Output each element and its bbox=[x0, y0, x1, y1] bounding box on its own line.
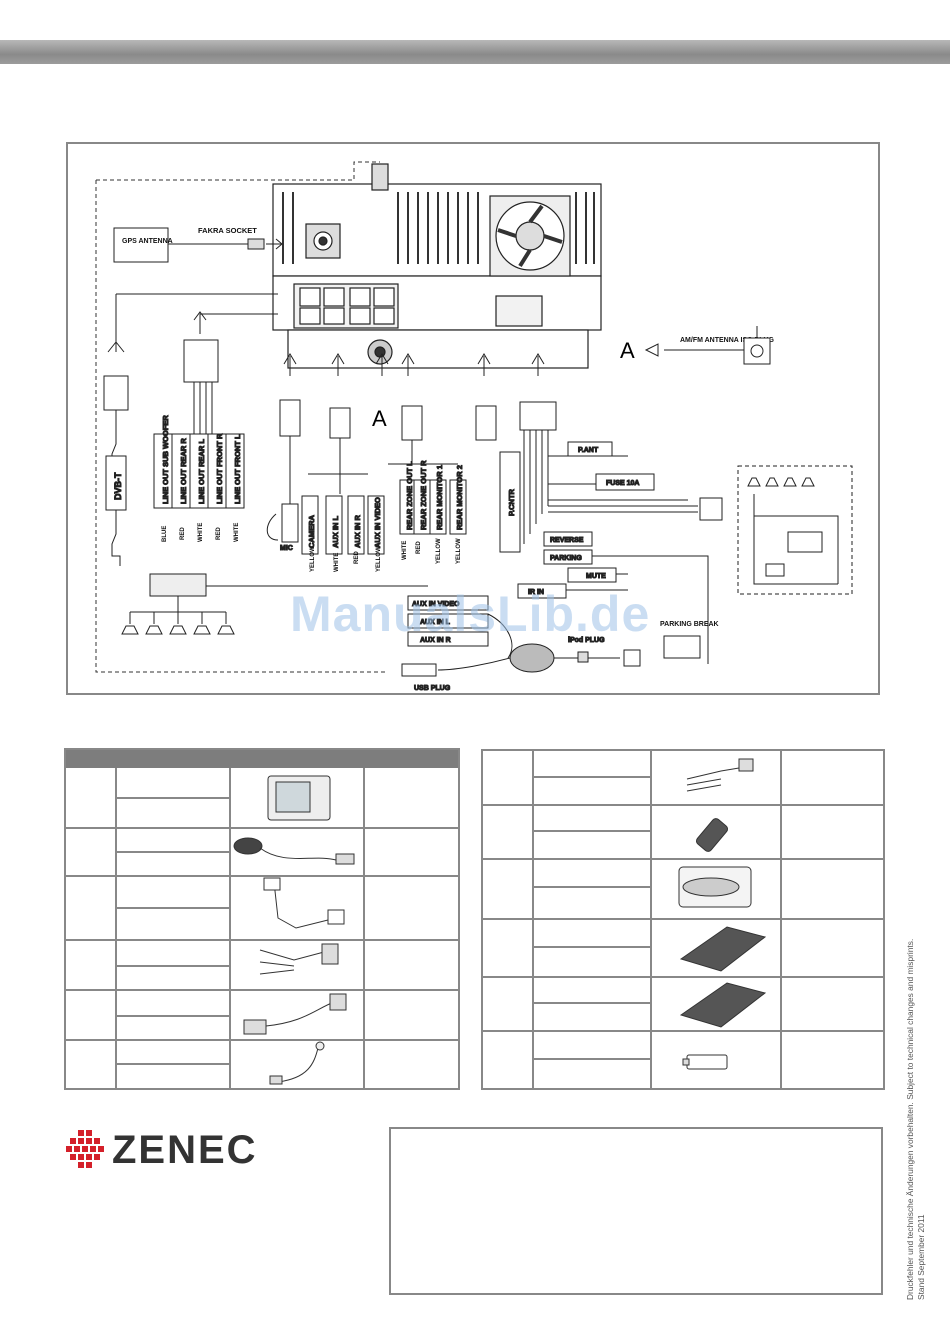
line-out-cables: LINE OUT SUB WOOFER LINE OUT REAR R LINE… bbox=[129, 311, 428, 624]
diagram-label-parking-break: PARKING BREAK bbox=[660, 621, 719, 628]
sheet-thumb-1 bbox=[679, 926, 767, 972]
diagram-label-c-red4: RED bbox=[416, 541, 422, 554]
diagram-label-usb-plug: USB PLUG bbox=[414, 685, 451, 692]
av-colors: YELLOW WHITE RED YELLOW WHITE RED YELLOW… bbox=[310, 538, 462, 572]
diagram-label-rear-monitor-1: REAR MONITOR 1 bbox=[435, 465, 444, 530]
gps-antenna: GPS ANTENNA FAKRA SOCKET bbox=[113, 226, 283, 263]
accessories-header bbox=[64, 748, 460, 768]
speakers bbox=[121, 625, 235, 635]
dashed-loop bbox=[95, 161, 388, 673]
diagram-label-parking: PARKING bbox=[550, 555, 582, 562]
legal-line-2: Stand September 2011 bbox=[916, 1214, 926, 1300]
head-unit bbox=[272, 163, 602, 369]
diagram-label-aux-in-video: AUX IN VIDEO bbox=[373, 497, 382, 548]
diagram-label-c-white1: WHITE bbox=[198, 523, 204, 542]
diagram-label-aux-in-r: AUX IN R bbox=[353, 514, 362, 548]
legal-text: Druckfehler und technische Änderungen vo… bbox=[905, 900, 927, 1300]
logo-mark bbox=[66, 1130, 104, 1168]
usb-cable-thumb bbox=[243, 1019, 267, 1035]
diagram-label-p-ant: P.ANT bbox=[578, 447, 599, 454]
wiring-diagram: GPS ANTENNA FAKRA SOCKET AM/FM ANTENNA I… bbox=[66, 142, 880, 695]
header-bar bbox=[0, 40, 950, 64]
diagram-label-reverse: REVERSE bbox=[550, 537, 584, 544]
diagram-label-ir-in: IR IN bbox=[528, 589, 544, 596]
diagram-label-rear-zone-l: REAR ZONE OUT L bbox=[405, 461, 414, 530]
line-out-colors: BLUE RED WHITE RED WHITE bbox=[162, 523, 240, 542]
diagram-label-rear-zone-r: REAR ZONE OUT R bbox=[419, 460, 428, 530]
diagram-label-line-out-front-l: LINE OUT FRONT L bbox=[233, 434, 242, 504]
amfm-antenna: AM/FM ANTENNA ISO PLUG A bbox=[620, 326, 775, 365]
mic-thumb bbox=[277, 1047, 319, 1083]
diagram-label-aux-in-box-2: AUX IN L bbox=[420, 619, 451, 626]
diagram-label-c-yellow1: YELLOW bbox=[310, 546, 316, 572]
diagram-label-c-white2: WHITE bbox=[234, 523, 240, 542]
legal-line-1: Druckfehler und technische Änderungen vo… bbox=[905, 938, 915, 1300]
marker-a: A bbox=[372, 406, 387, 431]
diagram-label-mute: MUTE bbox=[586, 573, 606, 580]
diagram-label-c-yellow2: YELLOW bbox=[376, 546, 382, 572]
diagram-label-gps-antenna: GPS ANTENNA bbox=[122, 238, 173, 245]
diagram-label-c-white3: WHITE bbox=[334, 553, 340, 572]
diagram-label-rear-monitor-2: REAR MONITOR 2 bbox=[455, 465, 464, 530]
gps-antenna-thumb bbox=[233, 837, 263, 855]
wiring-diagram-svg: GPS ANTENNA FAKRA SOCKET AM/FM ANTENNA I… bbox=[95, 161, 853, 693]
harness-thumb bbox=[273, 881, 337, 929]
av-input-cables: CAMERA AUX IN L AUX IN R AUX IN VIDEO RE… bbox=[301, 353, 467, 555]
notes-box bbox=[389, 1127, 883, 1295]
diagram-label-line-out-rear-r: LINE OUT REAR R bbox=[179, 438, 188, 504]
diagram-label-p-cntr: P.CNTR bbox=[507, 488, 516, 516]
av-cable-thumb bbox=[259, 949, 325, 975]
accessories-table-left bbox=[64, 748, 460, 1090]
watermark: ManualsLib.de bbox=[290, 586, 651, 642]
power-harness: P.CNTR P.ANT FUSE 10A REVERSE PARKING MU… bbox=[475, 353, 723, 664]
parking-break: PARKING BREAK bbox=[660, 621, 719, 659]
aux-ipod-cables: AUX IN VIDEO AUX IN L AUX IN R iPod PLUG… bbox=[401, 595, 641, 693]
diagram-label-fuse: FUSE 10A bbox=[606, 480, 639, 487]
accessories-table-right bbox=[481, 749, 885, 1090]
diagram-label-amfm-antenna: AM/FM ANTENNA ISO PLUG bbox=[680, 337, 775, 344]
cable-thumb-2 bbox=[686, 766, 746, 792]
logo-text: ZENEC bbox=[112, 1130, 258, 1168]
diagram-label-c-red2: RED bbox=[216, 527, 222, 540]
diagram-label-c-yellow4: YELLOW bbox=[456, 538, 462, 564]
diagram-label-aux-in-video-box: AUX IN VIDEO bbox=[412, 601, 460, 608]
diagram-label-marker-a-right: A bbox=[620, 338, 635, 363]
diagram-label-line-out-sub: LINE OUT SUB WOOFER bbox=[161, 415, 170, 504]
diagram-label-aux-in-box-3: AUX IN R bbox=[420, 637, 451, 644]
diagram-label-c-yellow3: YELLOW bbox=[436, 538, 442, 564]
mic-cable: MIC bbox=[266, 353, 301, 553]
diagram-label-c-blue: BLUE bbox=[162, 526, 168, 542]
diagram-label-line-out-front-r: LINE OUT FRONT R bbox=[215, 433, 224, 504]
usb-stick-thumb bbox=[686, 1054, 728, 1070]
diagram-label-c-white4: WHITE bbox=[402, 541, 408, 560]
diagram-label-c-red1: RED bbox=[180, 527, 186, 540]
diagram-label-dvbt: DVB-T bbox=[113, 472, 123, 500]
relay-box bbox=[737, 465, 853, 595]
diagram-label-line-out-rear-l: LINE OUT REAR L bbox=[197, 439, 206, 504]
dvbt-cable: DVB-T bbox=[103, 293, 278, 566]
diagram-label-c-red3: RED bbox=[354, 551, 360, 564]
sheet-thumb-2 bbox=[679, 982, 767, 1028]
diagram-label-aux-in-l: AUX IN L bbox=[331, 515, 340, 548]
diagram-label-fakra-socket: FAKRA SOCKET bbox=[198, 226, 257, 235]
diagram-label-ipod-plug: iPod PLUG bbox=[568, 637, 605, 644]
diagram-label-mic: MIC bbox=[280, 545, 293, 552]
zenec-logo: ZENEC bbox=[66, 1128, 311, 1172]
remote-thumb bbox=[695, 818, 729, 852]
diagram-label-camera: CAMERA bbox=[307, 515, 316, 548]
